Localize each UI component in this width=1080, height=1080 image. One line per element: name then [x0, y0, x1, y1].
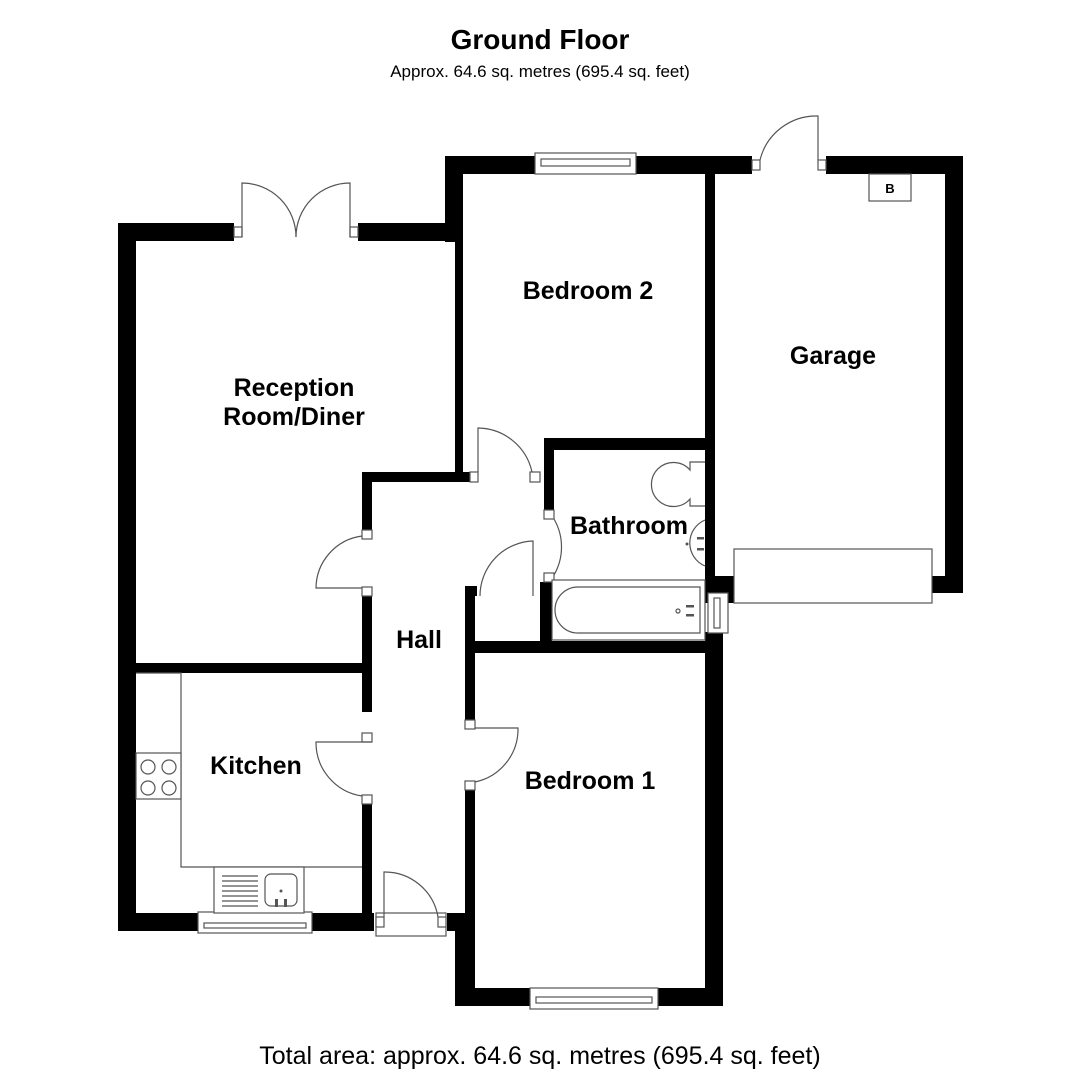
room-label-bedroom-2: Bedroom 2 — [523, 277, 654, 305]
bathroom-window — [707, 592, 729, 634]
room-label-reception-line2: Room/Diner — [223, 403, 365, 431]
bedroom1-window — [529, 987, 659, 1010]
bath-icon — [551, 579, 706, 641]
walls — [118, 156, 963, 1006]
room-label-kitchen: Kitchen — [210, 752, 302, 780]
reception-door — [315, 529, 373, 597]
room-label-reception: Reception — [234, 374, 355, 402]
toilet-icon — [650, 461, 705, 508]
room-label-hall: Hall — [396, 626, 442, 654]
floor-title: Ground Floor — [450, 24, 630, 55]
bathroom-door — [543, 509, 563, 583]
bedroom2-window — [534, 152, 637, 175]
garage-side-door — [751, 115, 827, 171]
kitchen-window — [197, 911, 313, 934]
sink-icon — [213, 866, 305, 914]
kitchen-door — [315, 732, 373, 805]
room-label-garage: Garage — [790, 342, 876, 370]
room-label-bathroom: Bathroom — [570, 512, 688, 540]
french-doors-reception — [233, 182, 359, 238]
hob-icon — [135, 752, 182, 800]
front-door — [375, 871, 447, 937]
bedroom2-door — [469, 427, 541, 483]
boiler-label: B — [885, 181, 894, 196]
basin-icon — [685, 519, 706, 567]
total-area-footer: Total area: approx. 64.6 sq. metres (695… — [259, 1042, 821, 1070]
garage-up-and-over-door — [733, 548, 933, 604]
boiler: B — [868, 173, 912, 202]
bedroom1-door — [464, 719, 519, 791]
cupboard-door — [479, 540, 534, 597]
floor-area-subtitle: Approx. 64.6 sq. metres (695.4 sq. feet) — [390, 62, 690, 81]
room-label-bedroom-1: Bedroom 1 — [525, 767, 656, 795]
